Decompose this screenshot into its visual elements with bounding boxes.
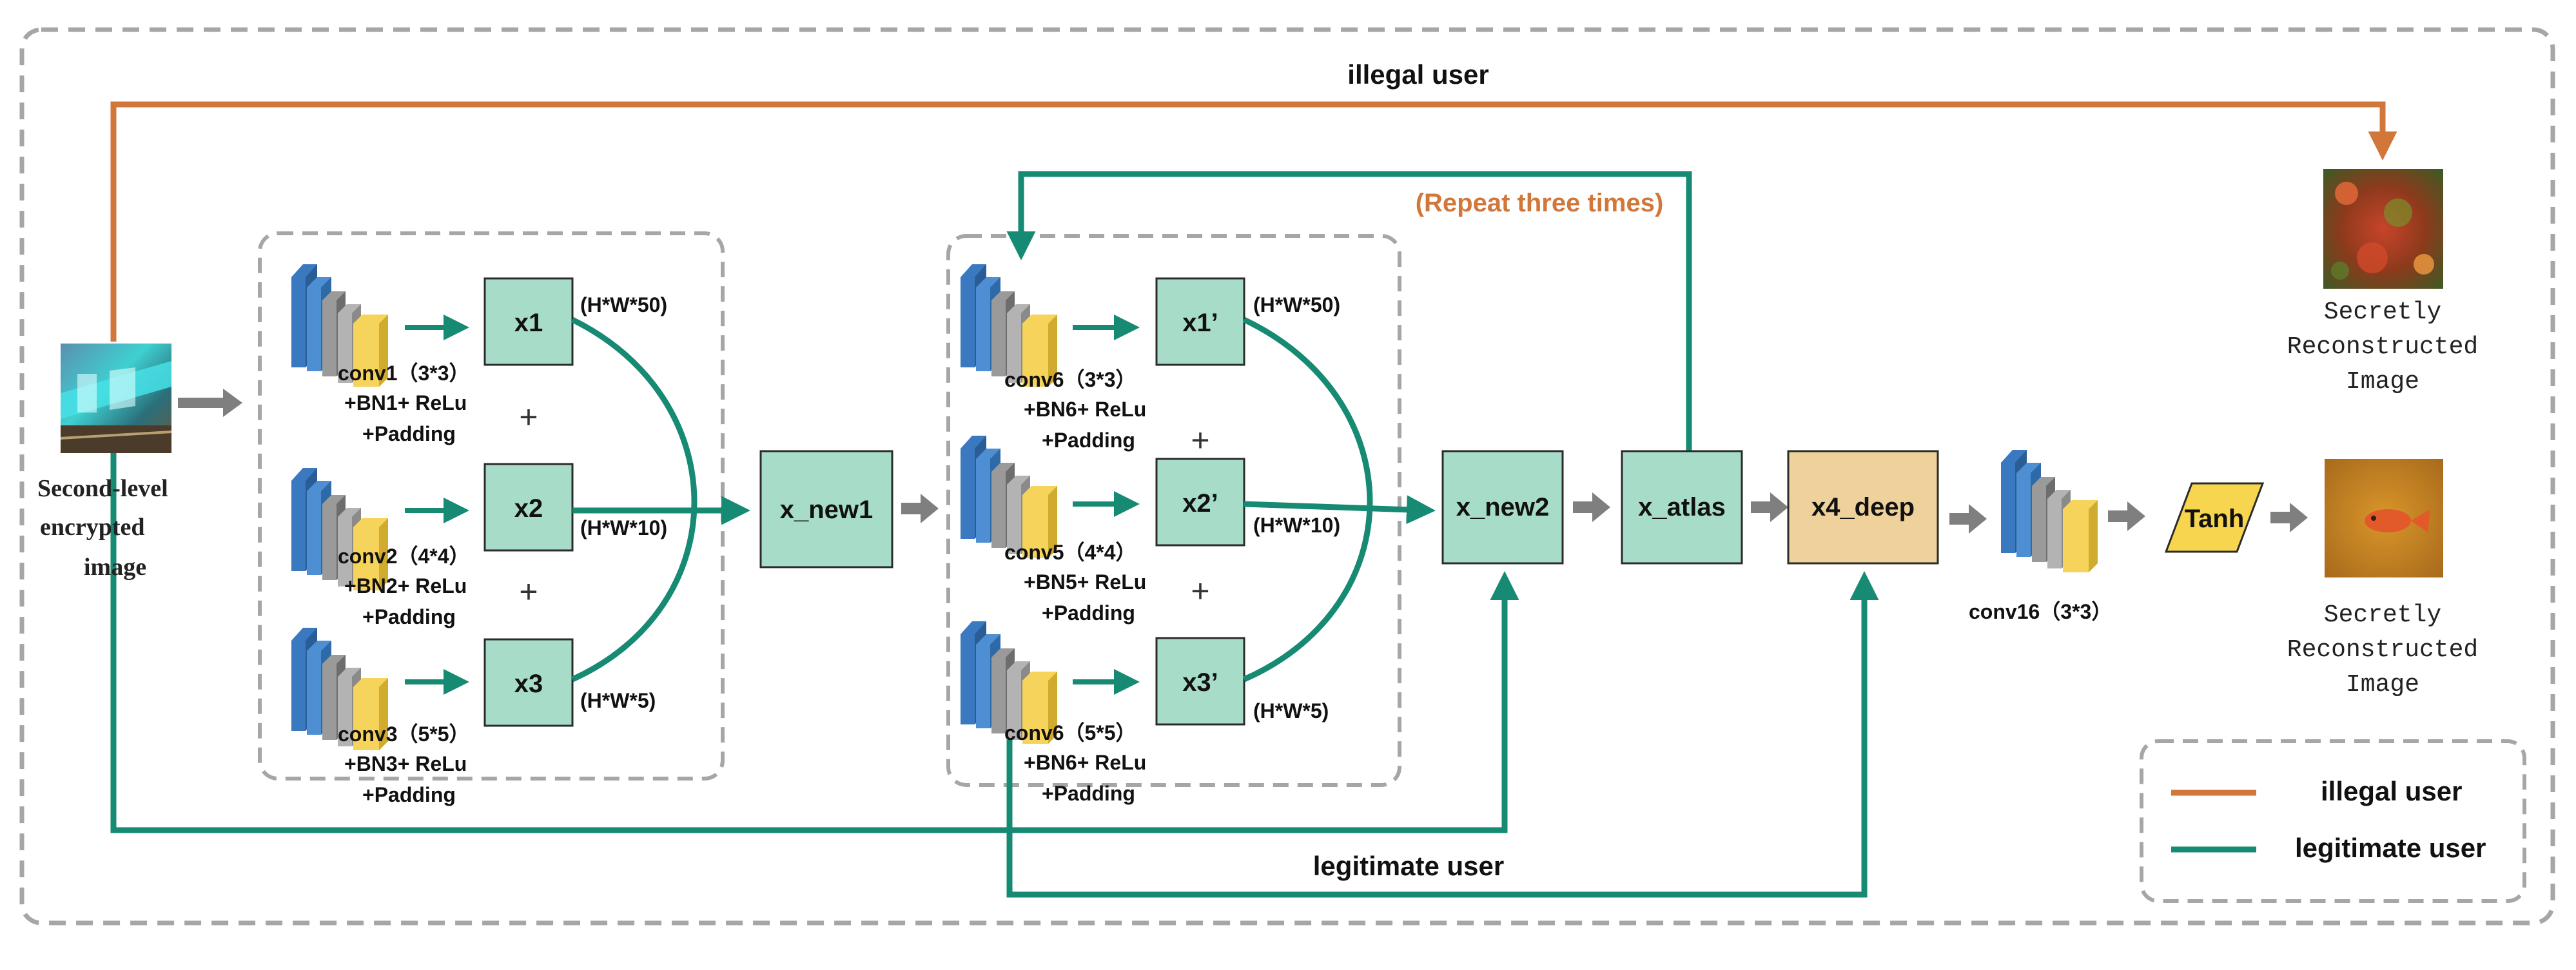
repeat-loop-path (1006, 171, 1692, 451)
block1-frame (258, 231, 725, 781)
x1-label: x1 (514, 309, 543, 337)
x3-box (483, 638, 574, 727)
legitimate-user-path-a (110, 445, 1519, 833)
x2p-box (1155, 458, 1245, 547)
arrow-input-to-block1 (178, 389, 242, 417)
input-caption-line2: encrypted (40, 514, 145, 541)
x3p-box (1155, 637, 1245, 726)
x2-dim: (H*W*10) (580, 516, 667, 539)
block2: x1’ x2’ x3’ (H*W*50) (H*W*10) (H*W*5) co… (961, 264, 1436, 805)
tanh-shape (2164, 482, 2265, 553)
arrow-atlas-to-deep (1751, 492, 1788, 522)
plus-1a: + (519, 399, 538, 435)
output-bottom-caption-2: Reconstructed (2287, 636, 2478, 664)
pad6-label: +Padding (1042, 429, 1135, 452)
bn5-label: +BN5+ ReLu (1024, 570, 1146, 594)
conv1-label: conv1（3*3） (338, 362, 470, 385)
pad2-label: +Padding (362, 605, 456, 628)
x3-label: x3 (514, 670, 543, 698)
arrow-tanh-to-output (2270, 503, 2308, 532)
output-bottom-caption-3: Image (2346, 671, 2419, 699)
bn3-label: +BN3+ ReLu (344, 752, 467, 775)
input-encrypted-image (60, 344, 172, 453)
conv16-stack-icon (2001, 450, 2098, 572)
x1p-dim: (H*W*50) (1253, 293, 1340, 316)
x1-box (483, 277, 574, 366)
conv2-stack-icon (291, 468, 388, 590)
legend-legitimate-label: legitimate user (2295, 833, 2486, 863)
x-new1-box (759, 450, 893, 568)
merge-curve-1 (571, 316, 698, 683)
arrow-xnew1-to-block2 (901, 494, 939, 523)
noisy-reconstructed-image (2323, 169, 2443, 289)
output-top-caption-1: Secretly (2324, 298, 2441, 326)
arrow-conv16-to-tanh (2108, 501, 2145, 531)
x-new2-box (1441, 450, 1564, 565)
x-new1-label: x_new1 (780, 496, 873, 524)
plus-1b: + (519, 574, 538, 610)
input-caption-line3: image (84, 554, 146, 581)
arrow-deep-to-conv16 (1949, 504, 1987, 534)
x1-dim: (H*W*50) (580, 293, 667, 316)
outer-frame (19, 27, 2555, 926)
x1p-label: x1’ (1182, 309, 1218, 337)
x3-dim: (H*W*5) (580, 689, 656, 712)
x-atlas-box (1621, 450, 1743, 565)
bn2-label: +BN2+ ReLu (344, 574, 467, 597)
bn1-label: +BN1+ ReLu (344, 391, 467, 414)
conv6-label: conv6（3*3） (1004, 368, 1137, 391)
arrow-block2-to-xnew2 (1244, 495, 1436, 525)
repeat-label: (Repeat three times) (1416, 189, 1664, 217)
conv3-label: conv3（5*5） (338, 723, 470, 746)
block1: x1 x2 x3 (H*W*50) (H*W*10) (H*W*5) conv1… (291, 264, 750, 806)
x2p-dim: (H*W*10) (1253, 514, 1340, 537)
legitimate-user-path-b (1006, 571, 1879, 898)
x-new2-label: x_new2 (1456, 493, 1550, 521)
x4-deep-box (1787, 450, 1939, 565)
legend-illegal-label: illegal user (2321, 776, 2462, 806)
output-bottom-caption-1: Secretly (2324, 601, 2441, 629)
conv5-label: conv5（4*4） (1004, 541, 1137, 564)
x1p-box (1155, 277, 1245, 366)
output-top-caption-3: Image (2346, 368, 2419, 396)
illegal-user-path (110, 101, 2397, 342)
x3p-label: x3’ (1182, 668, 1218, 697)
bn6b-label: +BN6+ ReLu (1024, 751, 1146, 774)
legend: illegal user legitimate user (2140, 739, 2526, 903)
conv5-stack-icon (961, 436, 1057, 558)
x2-label: x2 (514, 494, 543, 523)
output-top-caption-2: Reconstructed (2287, 333, 2478, 361)
pad1-label: +Padding (362, 422, 456, 445)
tanh-label: Tanh (2185, 505, 2245, 533)
plus-2a: + (1191, 422, 1209, 458)
clean-reconstructed-image (2325, 459, 2443, 577)
pad5-label: +Padding (1042, 601, 1135, 625)
pad6b-label: +Padding (1042, 782, 1135, 805)
input-caption-line1: Second-level (37, 475, 168, 502)
x2p-label: x2’ (1182, 489, 1218, 518)
arrow-xnew2-to-atlas (1573, 492, 1610, 522)
conv6b-label: conv6（5*5） (1004, 721, 1137, 744)
merge-curve-2 (1243, 316, 1373, 683)
plus-2b: + (1191, 573, 1209, 609)
legitimate-user-bottom-label: legitimate user (1313, 851, 1504, 881)
conv16-label: conv16（3*3） (1969, 600, 2112, 623)
x2-box (483, 463, 574, 552)
conv2-label: conv2（4*4） (338, 545, 470, 568)
bn6-label: +BN6+ ReLu (1024, 398, 1146, 421)
legend-frame (2140, 739, 2526, 903)
x-atlas-label: x_atlas (1638, 493, 1726, 521)
pad3-label: +Padding (362, 783, 456, 806)
x4-deep-label: x4_deep (1811, 493, 1915, 521)
illegal-user-top-label: illegal user (1347, 59, 1488, 90)
x3p-dim: (H*W*5) (1253, 699, 1329, 723)
